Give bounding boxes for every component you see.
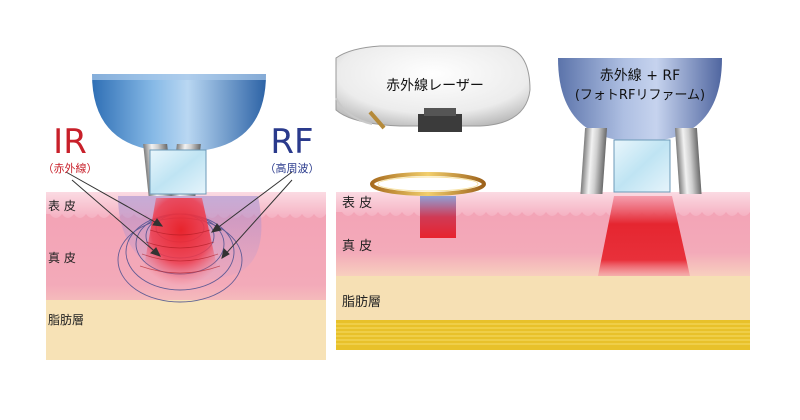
rf-label: RF xyxy=(270,122,313,162)
laser-device xyxy=(335,45,531,196)
left-handpiece xyxy=(92,74,266,196)
laser-arm xyxy=(368,110,386,130)
laser-emitter-tip xyxy=(424,108,456,116)
laser-beam xyxy=(420,196,456,238)
right-epidermis-label: 表 皮 xyxy=(342,196,372,211)
right-dermis-label: 真 皮 xyxy=(342,239,372,254)
left-dermis-label: 真 皮 xyxy=(48,251,76,265)
left-fat-layer xyxy=(46,300,326,360)
right-epidermis xyxy=(336,192,750,216)
rf-sublabel: （高周波） xyxy=(265,161,320,175)
photo-rf-beam xyxy=(598,196,690,276)
photo-rf-device xyxy=(558,58,722,194)
ir-arcs xyxy=(139,229,221,274)
ir-sublabel: （赤外線） xyxy=(43,161,98,175)
ir-beam xyxy=(140,198,222,290)
photo-rf-electrode-right xyxy=(674,128,702,194)
left-applicator-cup xyxy=(92,74,266,150)
photo-rf-label-line2: (フォトRFリファーム) xyxy=(575,88,705,103)
left-epidermis-label: 表 皮 xyxy=(48,199,76,213)
left-light-window xyxy=(149,149,207,195)
laser-head-label: 赤外線レーザー xyxy=(386,78,484,94)
photo-rf-cup xyxy=(558,58,722,140)
photo-rf-window xyxy=(613,139,671,193)
right-panel: 赤外線レーザー 赤外線 + RF (フォトRFリファーム) 表 皮 真 皮 脂肪… xyxy=(335,45,750,350)
photo-rf-electrode-left xyxy=(580,128,608,194)
right-fat-bands xyxy=(336,320,750,350)
laser-coil-ring xyxy=(370,172,486,196)
right-fat-layer xyxy=(336,276,750,320)
ir-label: IR xyxy=(53,122,87,162)
right-fat-label: 脂肪層 xyxy=(342,294,381,310)
photo-rf-label-line1: 赤外線 + RF xyxy=(600,68,680,84)
left-fat-label: 脂肪層 xyxy=(48,312,84,327)
left-panel: IR （赤外線） RF （高周波） 表 皮 真 皮 脂肪層 xyxy=(43,74,326,360)
left-arrows xyxy=(65,171,293,259)
laser-emitter xyxy=(418,114,462,132)
